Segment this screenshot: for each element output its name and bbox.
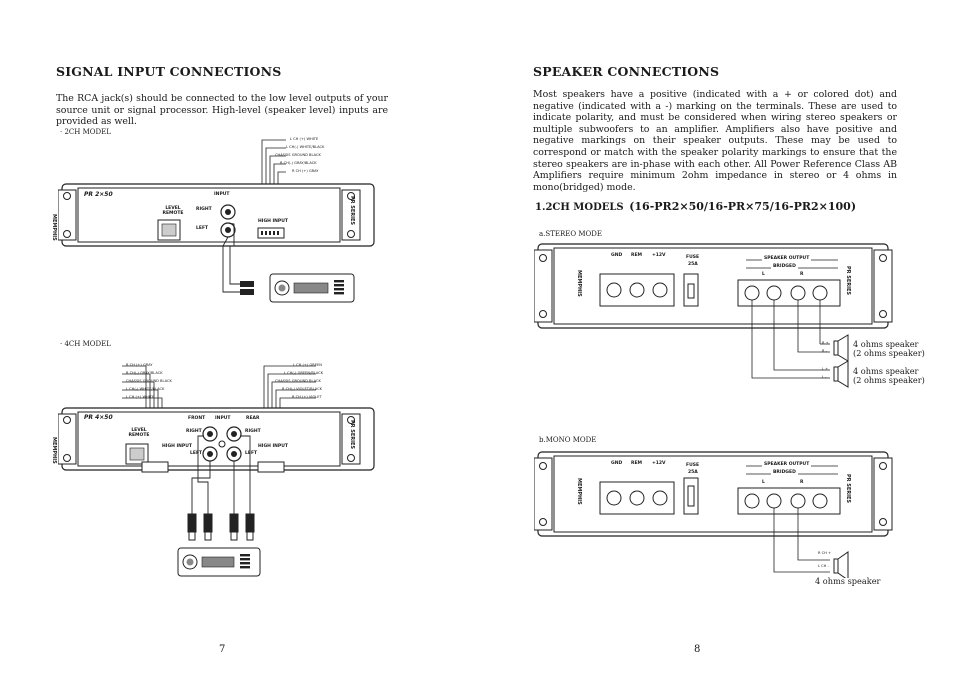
rem-label: REM [631,461,643,466]
wire-label: R CH(-) GRAY/BLACK [126,371,163,375]
fuse-amp-label: 25A [688,470,698,475]
speaker-1-ohms-alt: (2 ohms speaker) [853,348,925,359]
amp-model-name: PR 2×50 [84,191,113,198]
speaker-2-label: 4 ohms speaker (2 ohms speaker) [853,366,925,386]
speaker-1-ohms: 4 ohms speaker [853,339,919,349]
mono-speaker-label: 4 ohms speaker [815,576,881,586]
wire-label: L CH (+) GREEN [293,363,322,367]
mono-mode-label: b.MONO MODE [539,436,597,444]
wire-label: L CH(-) WHITE/BLACK [126,387,165,391]
v12-label: +12V [652,461,666,466]
terminal-label: L - [822,375,827,379]
wire-label: L CH (+) WHITE [126,395,155,399]
wire-label: L CH(-) WHITE/BLACK [286,145,325,149]
right-label: RIGHT [196,207,212,212]
left-page-intro: The RCA jack(s) should be connected to t… [56,93,388,128]
input-label: INPUT [215,416,231,421]
gnd-label: GND [611,461,623,466]
terminal-label: R CH + [818,551,832,555]
gnd-label: GND [611,253,623,258]
bridged-label: BRIDGED [771,470,798,475]
speaker-connections-body: Most speakers have a positive (indicated… [533,89,897,193]
wire-label: R CH (+) GRAY [126,363,153,367]
right-page-heading: SPEAKER CONNECTIONS [533,64,720,79]
page-number: 8 [694,644,701,655]
fuse-label: FUSE [686,255,700,260]
brand-logo: MEMPHIS [51,214,57,241]
speaker-output-label: SPEAKER OUTPUT [762,256,812,261]
model-2ch-label: · 2CH MODEL [60,128,111,136]
right-label: RIGHT [186,429,202,434]
high-input-label: HIGH INPUT [162,444,192,449]
fuse-amp-label: 25A [688,262,698,267]
fuse-label: FUSE [686,463,700,468]
terminal-label: R - [822,349,827,353]
wire-label: R CH (+) GRAY [292,169,319,173]
rear-label: REAR [246,416,260,421]
amp-4ch-diagram [58,365,375,577]
wire-label: L CH(-) GREEN/BLACK [284,371,324,375]
wire-label: R CH(-) VIOLET/BLACK [282,387,322,391]
amp-model-name: PR 4×50 [84,414,113,421]
amp-2ch-diagram [58,139,375,303]
wire-label: CHASSIS GROUND BLACK [126,379,172,383]
wire-label: L CH (+) WHITE [290,137,319,141]
stereo-mode-label: a.STEREO MODE [539,230,602,238]
series-logo: PR SERIES [349,196,355,225]
wire-label: CHASSIS GROUND BLACK [275,153,321,157]
page-number: 7 [219,644,226,655]
terminal-label: R + [822,341,829,345]
terminal-label: L CH - [818,564,829,568]
input-label: INPUT [214,192,230,197]
model-4ch-label: · 4CH MODEL [60,340,111,348]
rem-label: REM [631,253,643,258]
left-label: LEFT [190,451,203,456]
high-input-label: HIGH INPUT [258,219,288,224]
r-label: R [800,480,804,485]
right-label: RIGHT [245,429,261,434]
left-label: LEFT [245,451,258,456]
wire-label: R CH (+) VIOLET [292,395,322,399]
speaker-2-ohms-alt: (2 ohms speaker) [853,375,925,386]
front-label: FRONT [188,416,206,421]
models-heading-a: 1.2CH MODELS [535,202,624,213]
brand-logo: MEMPHIS [51,437,57,464]
series-logo: PR SERIES [845,474,851,503]
models-heading-b: (16-PR2×50/16-PR×75/16-PR2×100) [629,200,857,213]
brand-logo: MEMPHIS [576,270,582,297]
models-heading: 1.2CH MODELS (16-PR2×50/16-PR×75/16-PR2×… [535,195,856,214]
high-input-label: HIGH INPUT [258,444,288,449]
brand-logo: MEMPHIS [576,478,582,505]
speaker-1-label: 4 ohms speaker (2 ohms speaker) [853,339,925,359]
bridged-label: BRIDGED [771,264,798,269]
left-page-heading: SIGNAL INPUT CONNECTIONS [56,64,282,79]
terminal-label: L + [822,367,829,371]
l-label: L [762,272,765,277]
amp-mono-diagram [534,451,893,578]
series-logo: PR SERIES [349,420,355,449]
speaker-output-label: SPEAKER OUTPUT [762,462,812,467]
level-remote-label: LEVEL REMOTE [128,428,150,438]
left-label: LEFT [196,226,209,231]
v12-label: +12V [652,253,666,258]
speaker-2-ohms: 4 ohms speaker [853,366,919,376]
l-label: L [762,480,765,485]
amp-stereo-diagram [534,243,893,388]
wire-label: R CH(-) GRAY/BLACK [280,161,317,165]
level-remote-label: LEVEL REMOTE [162,206,184,216]
r-label: R [800,272,804,277]
wire-label: CHASSIS GROUND BLACK [275,379,321,383]
series-logo: PR SERIES [845,266,851,295]
